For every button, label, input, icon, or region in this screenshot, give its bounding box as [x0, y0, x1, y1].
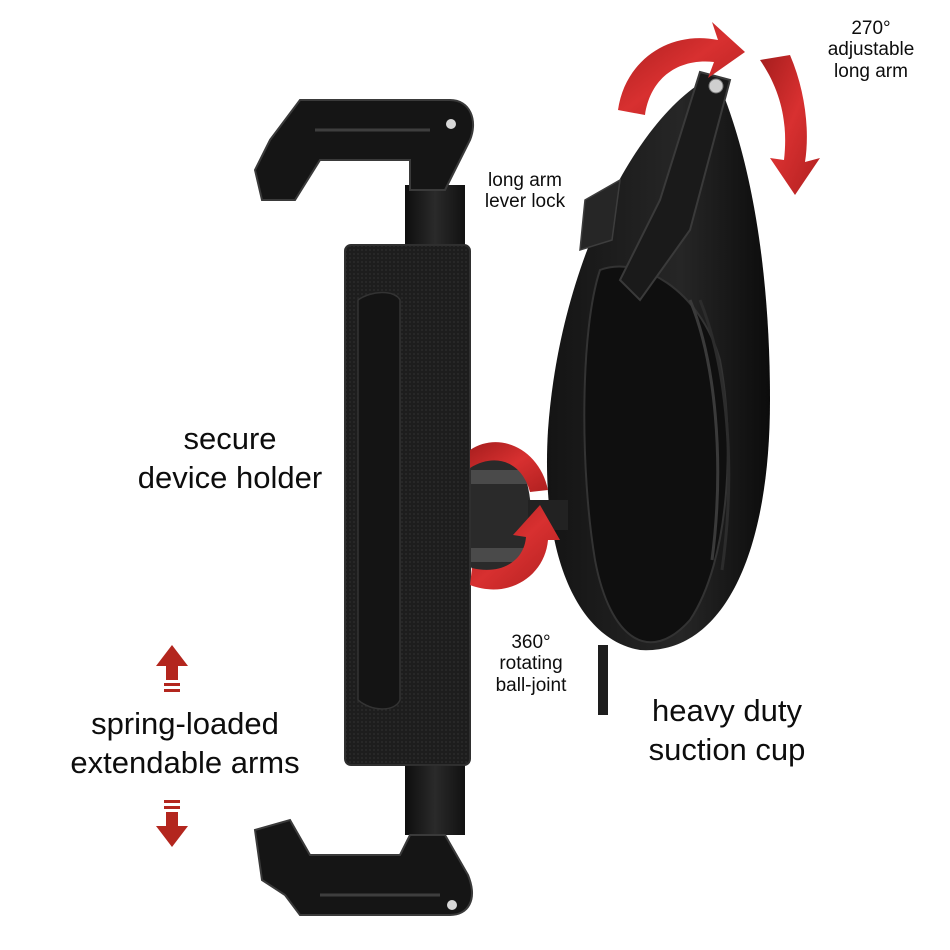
callout-device-holder: secure device holder — [120, 420, 340, 498]
callout-line: 270° — [851, 18, 891, 39]
arrow-up-icon — [156, 645, 188, 692]
rotate-arrows-icon — [470, 442, 560, 590]
callout-line: 360° — [511, 632, 551, 653]
suction-cup — [546, 70, 770, 715]
callout-ball-joint: 360° rotating ball-joint — [476, 632, 586, 696]
callout-line: extendable arms — [70, 744, 300, 780]
device-holder — [253, 99, 475, 916]
callout-line: long arm — [834, 60, 908, 82]
callout-suction-cup: heavy duty suction cup — [622, 692, 832, 770]
callout-spring-arms: spring-loaded extendable arms — [40, 705, 330, 783]
callout-line: spring-loaded — [91, 706, 279, 741]
callout-line: secure — [183, 421, 277, 456]
arrow-down-icon — [156, 800, 188, 847]
callout-line: suction cup — [648, 731, 806, 767]
callout-line: long arm — [488, 170, 562, 191]
ball-joint — [459, 445, 568, 585]
callout-line: adjustable — [827, 39, 915, 61]
callout-line: device holder — [137, 459, 323, 495]
callout-lever-lock: long arm lever lock — [470, 170, 580, 213]
callout-line: lever lock — [484, 191, 566, 213]
callout-line: heavy duty — [652, 693, 802, 728]
callout-line: rotating — [499, 653, 563, 675]
curved-arrows-icon — [618, 22, 820, 195]
callout-line: ball-joint — [495, 674, 567, 696]
callout-adjustable-arm: 270° adjustable long arm — [806, 18, 936, 82]
